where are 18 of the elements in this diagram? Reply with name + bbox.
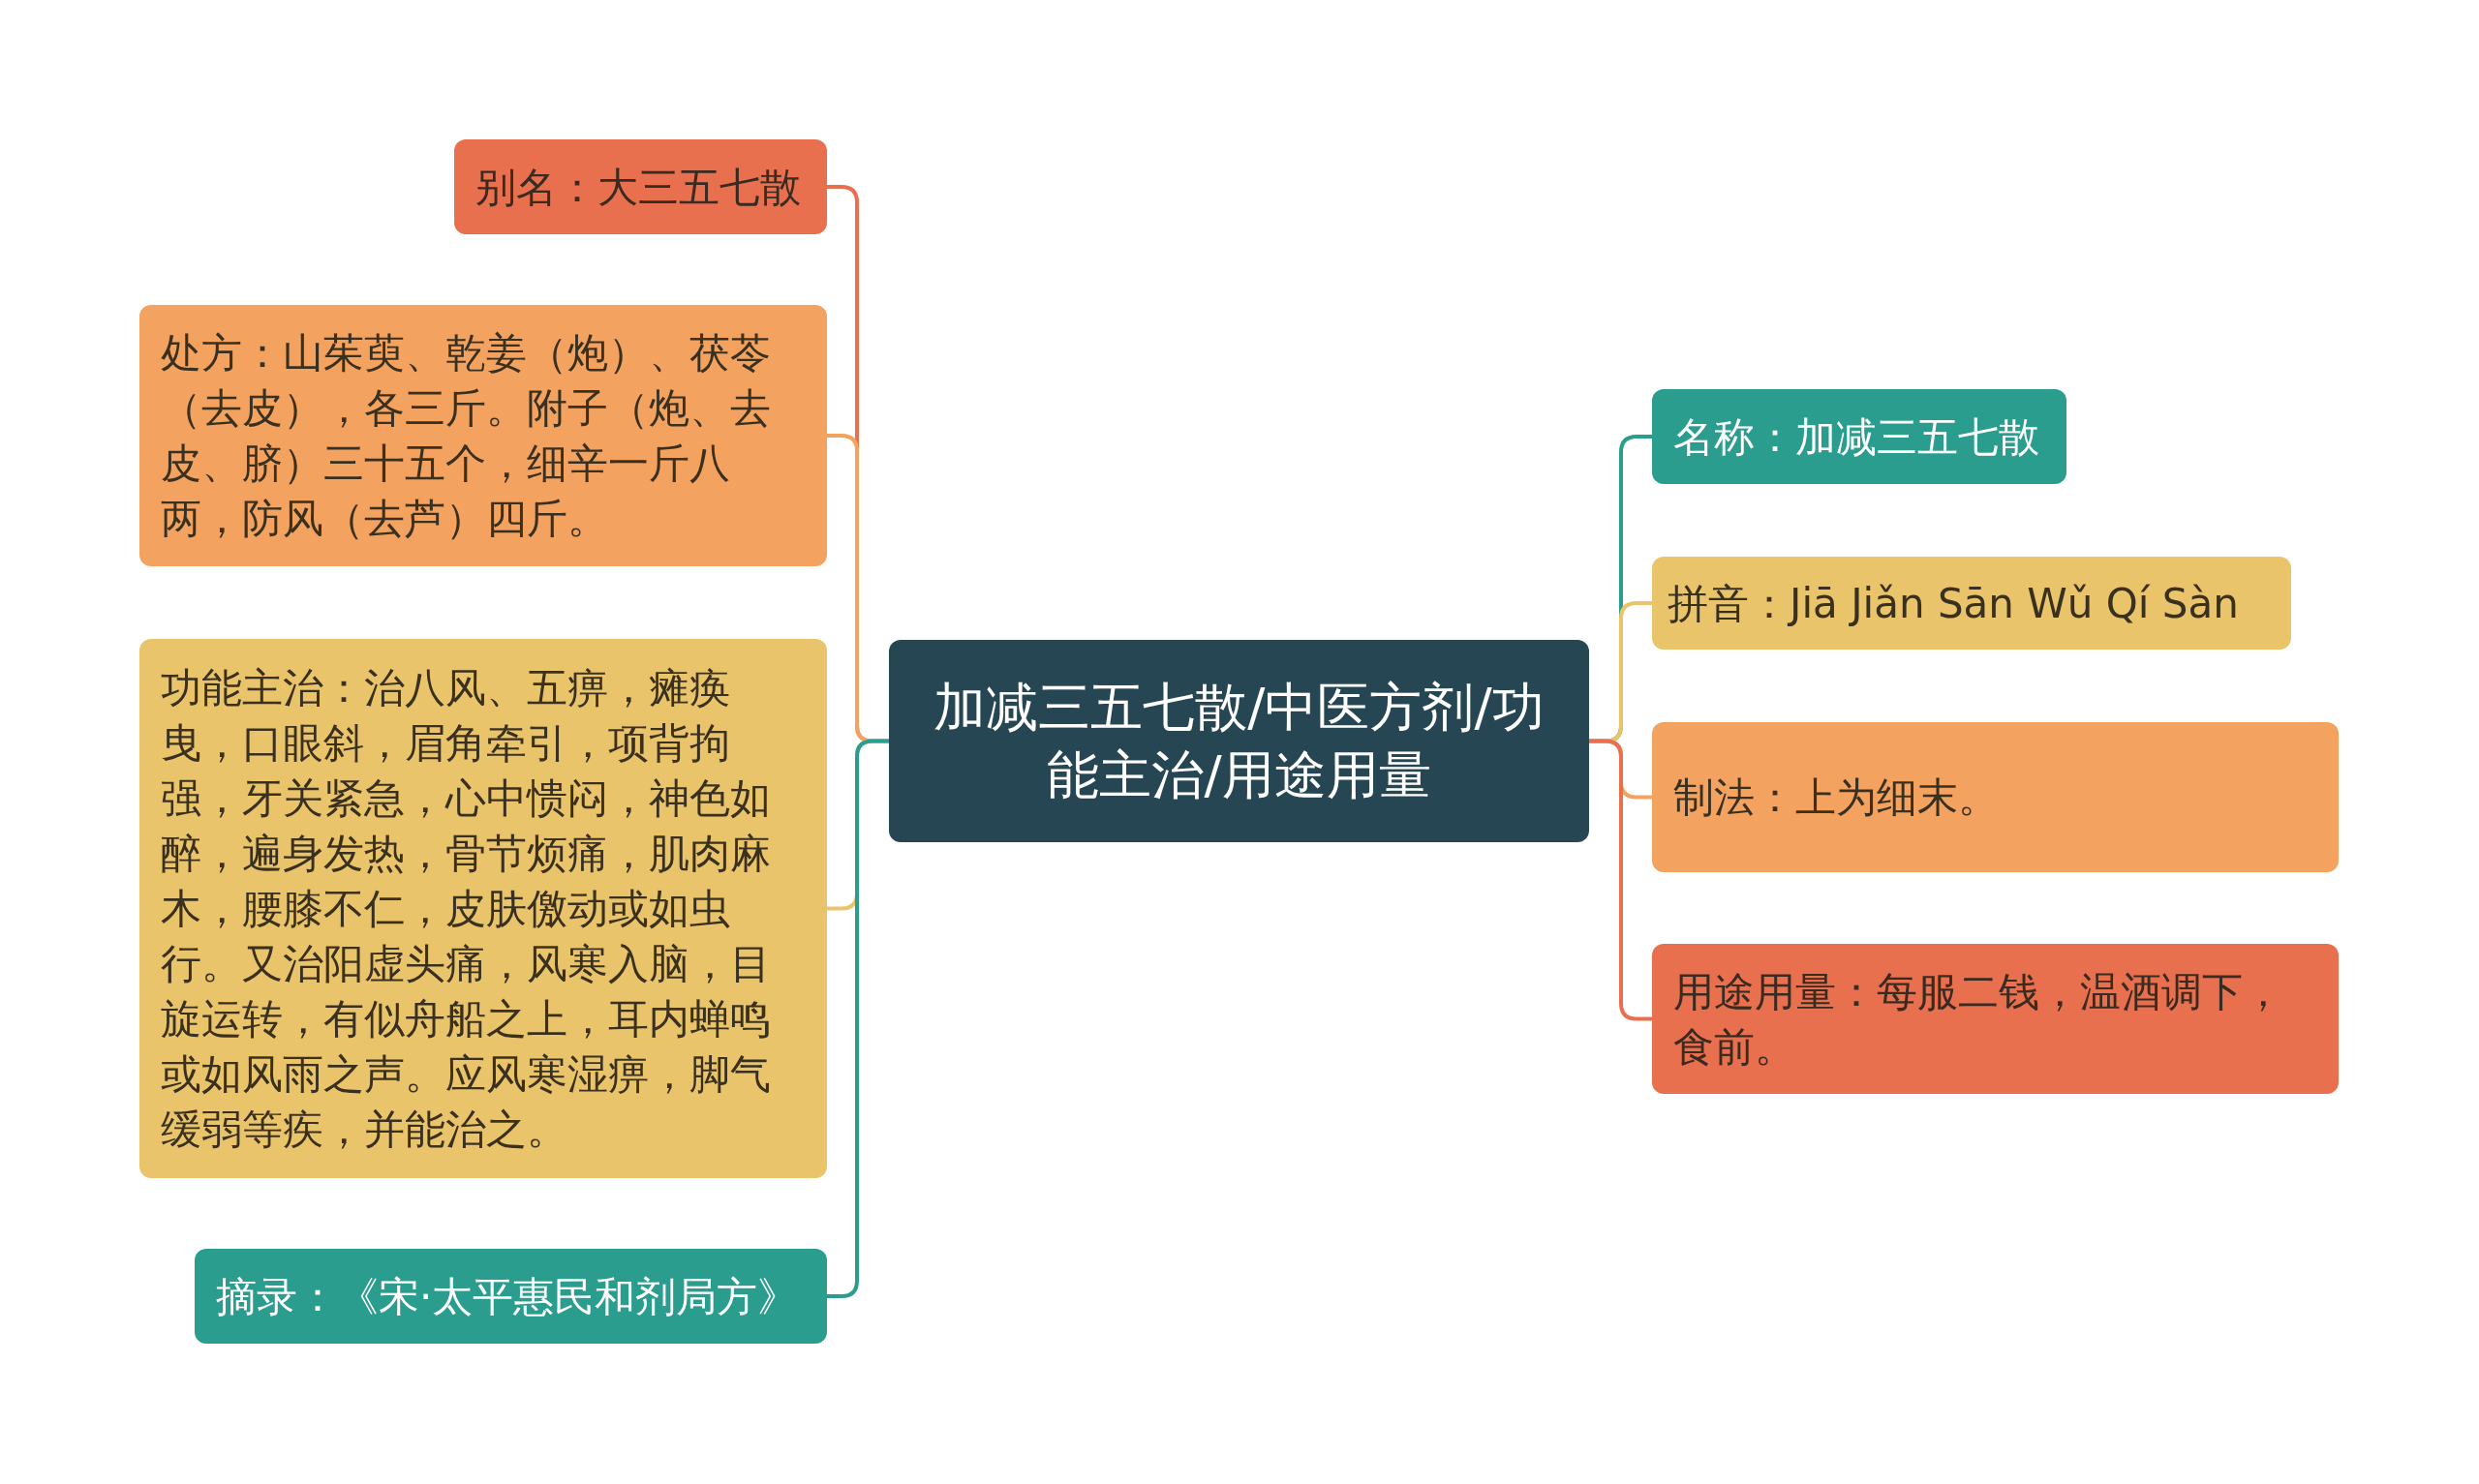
topic-box <box>1652 389 2066 484</box>
topic-text: 制法：上为细末。 <box>1673 772 1999 823</box>
topic-box <box>195 1249 827 1344</box>
topic-box <box>889 640 1589 842</box>
topic-box <box>1652 557 2291 650</box>
topic-text: 用途用量：每服二钱，温酒调下，食前。 <box>1673 966 2284 1073</box>
topic-text: 拼音：Jiā Jiǎn Sān Wǔ Qí Sàn <box>1668 578 2239 629</box>
topic-box <box>139 639 827 1178</box>
topic-text: 摘录：《宋·太平惠民和剂局方》 <box>216 1271 799 1322</box>
topic-text: 加减三五七散/中医方剂/功能主治/用途用量 <box>933 675 1546 807</box>
topic-box <box>139 305 827 566</box>
topic-text: 处方：山茱萸、乾姜（炮）、茯苓（去皮），各三斤。附子（炮、去皮、脐）三十五个，细辛一斤八两，防风（去芦）四斤。 <box>161 328 772 544</box>
topic-box <box>454 139 827 234</box>
topic-text: 别名：大三五七散 <box>475 162 801 213</box>
topic-box <box>1652 944 2339 1094</box>
topic-text: 功能主治：治八风、五痹，瘫痪曳，口眼斜，眉角牵引，项背拘强，牙关紧急，心中愦闷，神色如醉，遍身发热，骨节烦痛，肌肉麻木，腰膝不仁，皮肤儌动或如虫行。又治阳虚头痛，风寒入脑，目旋运转，有似舟船之上，耳内蝉鸣或如风雨之声。应风寒湿痹，脚气缓弱等疾，并能治之。 <box>161 663 772 1155</box>
topic-box <box>1652 722 2339 872</box>
topic-text: 名称：加减三五七散 <box>1673 411 2039 463</box>
